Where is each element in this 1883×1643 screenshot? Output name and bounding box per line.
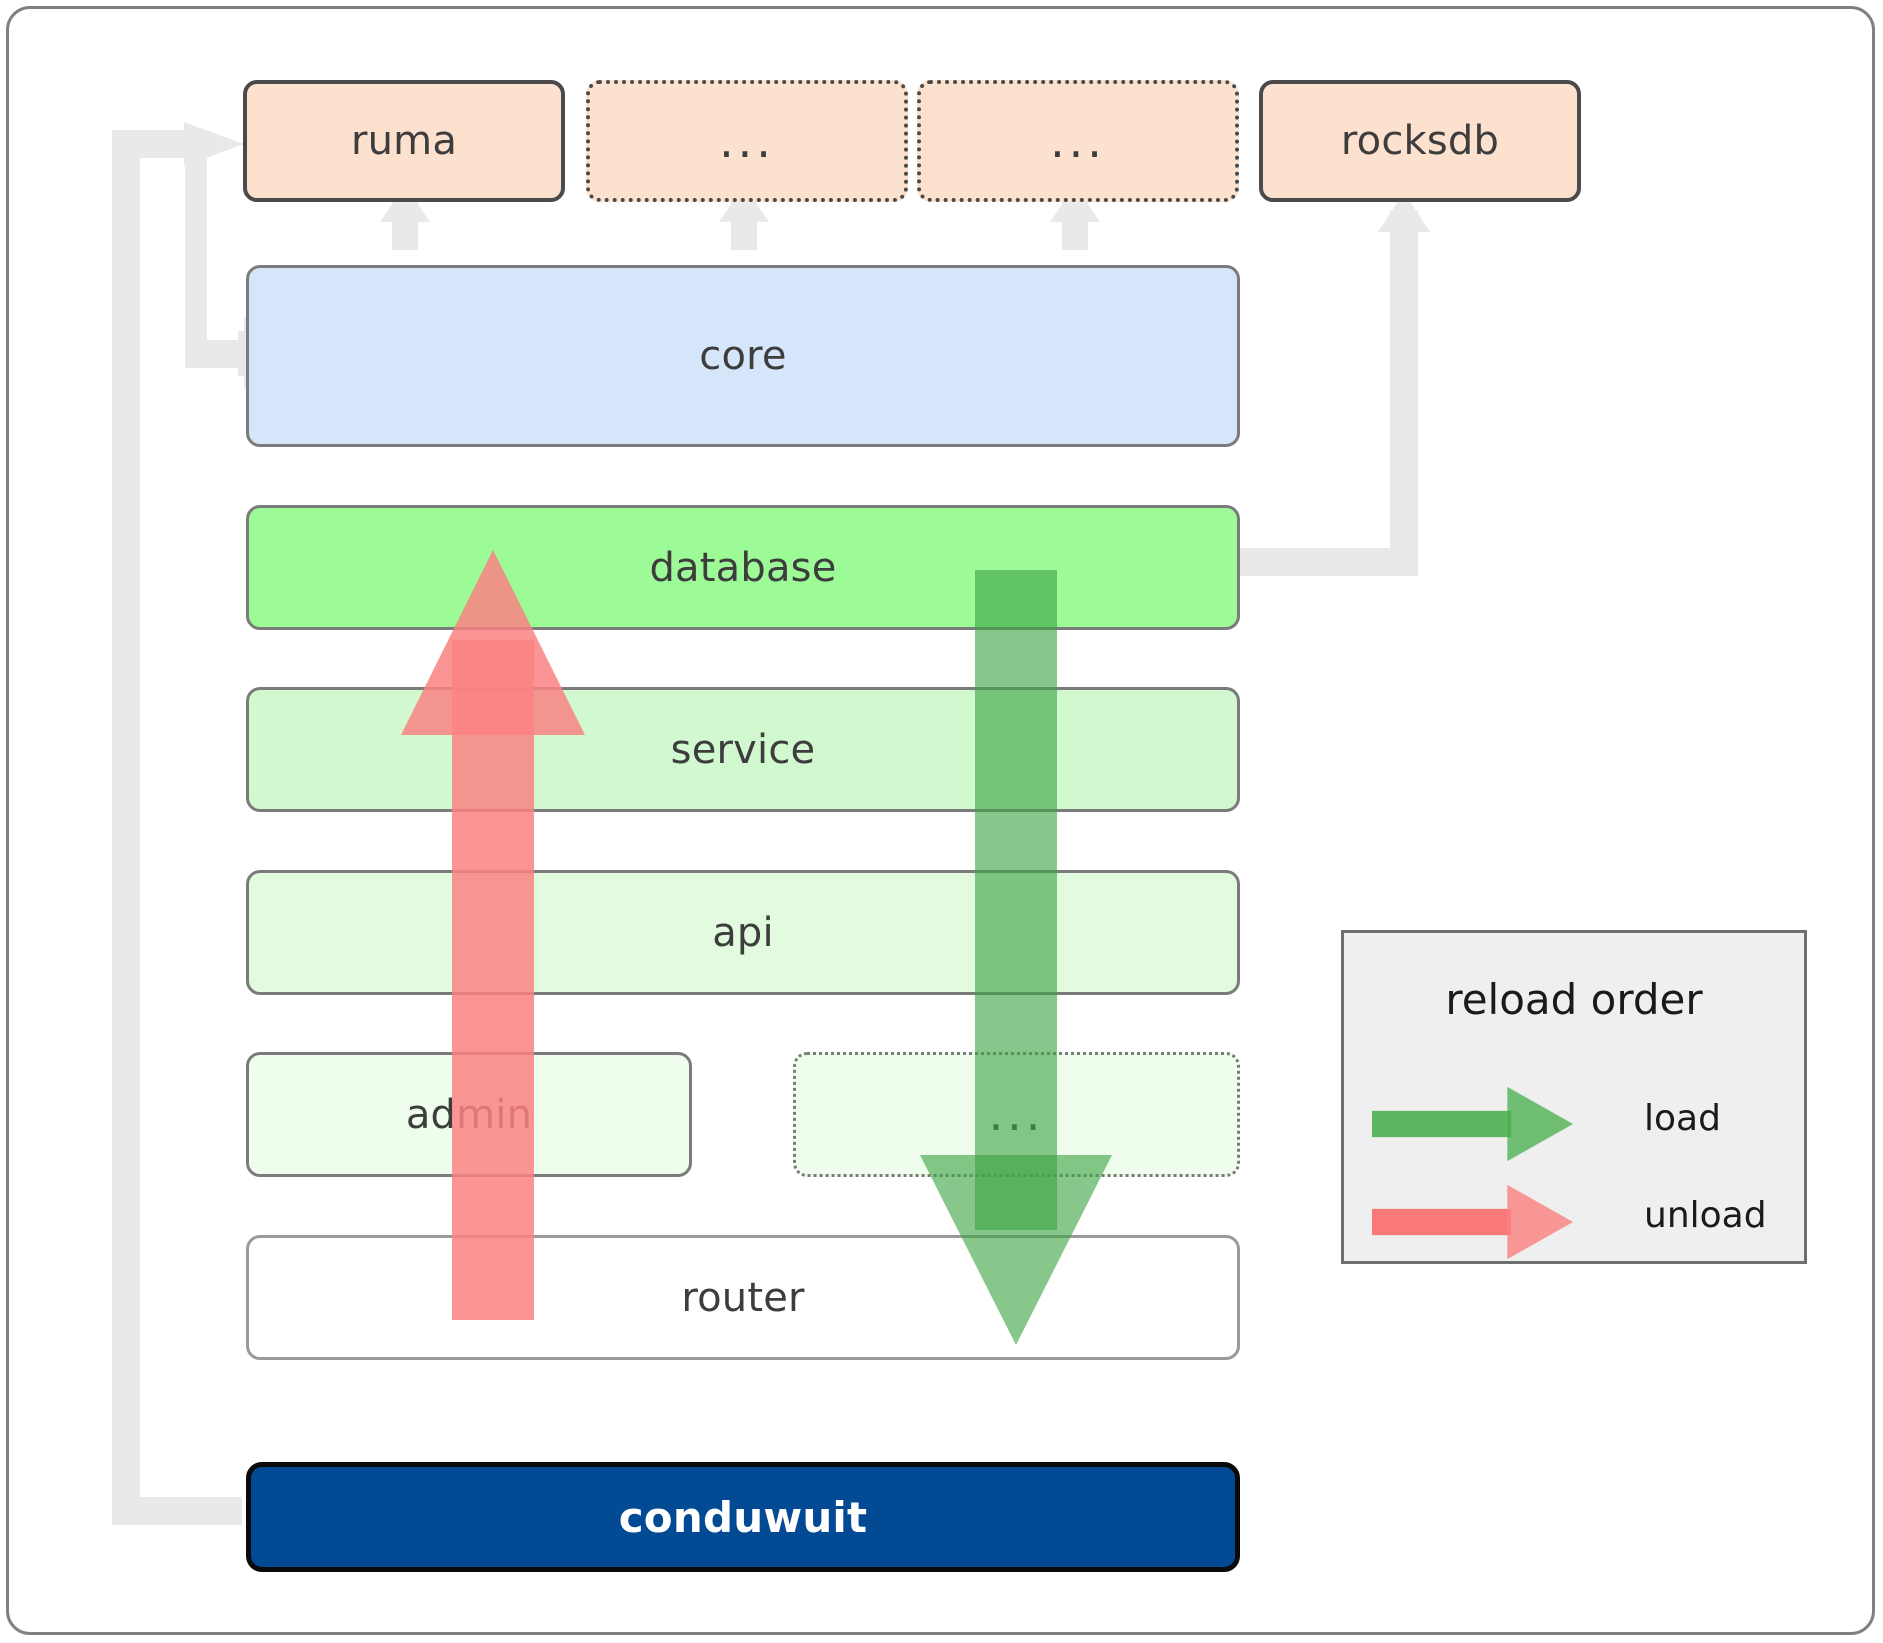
crate-box-api[interactable]: api (246, 870, 1240, 995)
dependency-label: ... (719, 113, 775, 168)
crate-box-router[interactable]: router (246, 1235, 1240, 1360)
dependency-box-ruma[interactable]: ruma (243, 80, 565, 202)
legend-title: reload order (1445, 975, 1703, 1024)
legend-panel: reload order load unload (1341, 930, 1807, 1264)
crate-box-admin[interactable]: admin (246, 1052, 692, 1177)
dependency-box-placeholder-2[interactable]: ... (917, 80, 1239, 202)
crate-box-database[interactable]: database (246, 505, 1240, 630)
dependency-box-placeholder-1[interactable]: ... (586, 80, 908, 202)
crate-label: router (681, 1274, 805, 1321)
legend-unload-label: unload (1644, 1195, 1767, 1236)
dependency-box-rocksdb[interactable]: rocksdb (1259, 80, 1581, 202)
binary-box-conduwuit[interactable]: conduwuit (246, 1462, 1240, 1572)
crate-label: api (712, 909, 774, 956)
legend-load-arrow-icon (1372, 1086, 1574, 1162)
dependency-label: ruma (350, 118, 458, 164)
legend-load-label: load (1644, 1098, 1721, 1139)
crate-label: database (649, 544, 837, 591)
crate-box-service[interactable]: service (246, 687, 1240, 812)
legend-unload-arrow-icon (1372, 1184, 1574, 1260)
crate-label: ... (988, 1087, 1045, 1142)
dependency-label: ... (1050, 113, 1106, 168)
crate-label: admin (405, 1091, 533, 1138)
binary-label: conduwuit (618, 1492, 868, 1542)
crate-label: core (699, 333, 787, 379)
dependency-label: rocksdb (1340, 118, 1500, 164)
crate-box-placeholder[interactable]: ... (793, 1052, 1240, 1177)
diagram-frame (6, 6, 1875, 1635)
crate-box-core[interactable]: core (246, 265, 1240, 447)
crate-label: service (670, 726, 816, 773)
